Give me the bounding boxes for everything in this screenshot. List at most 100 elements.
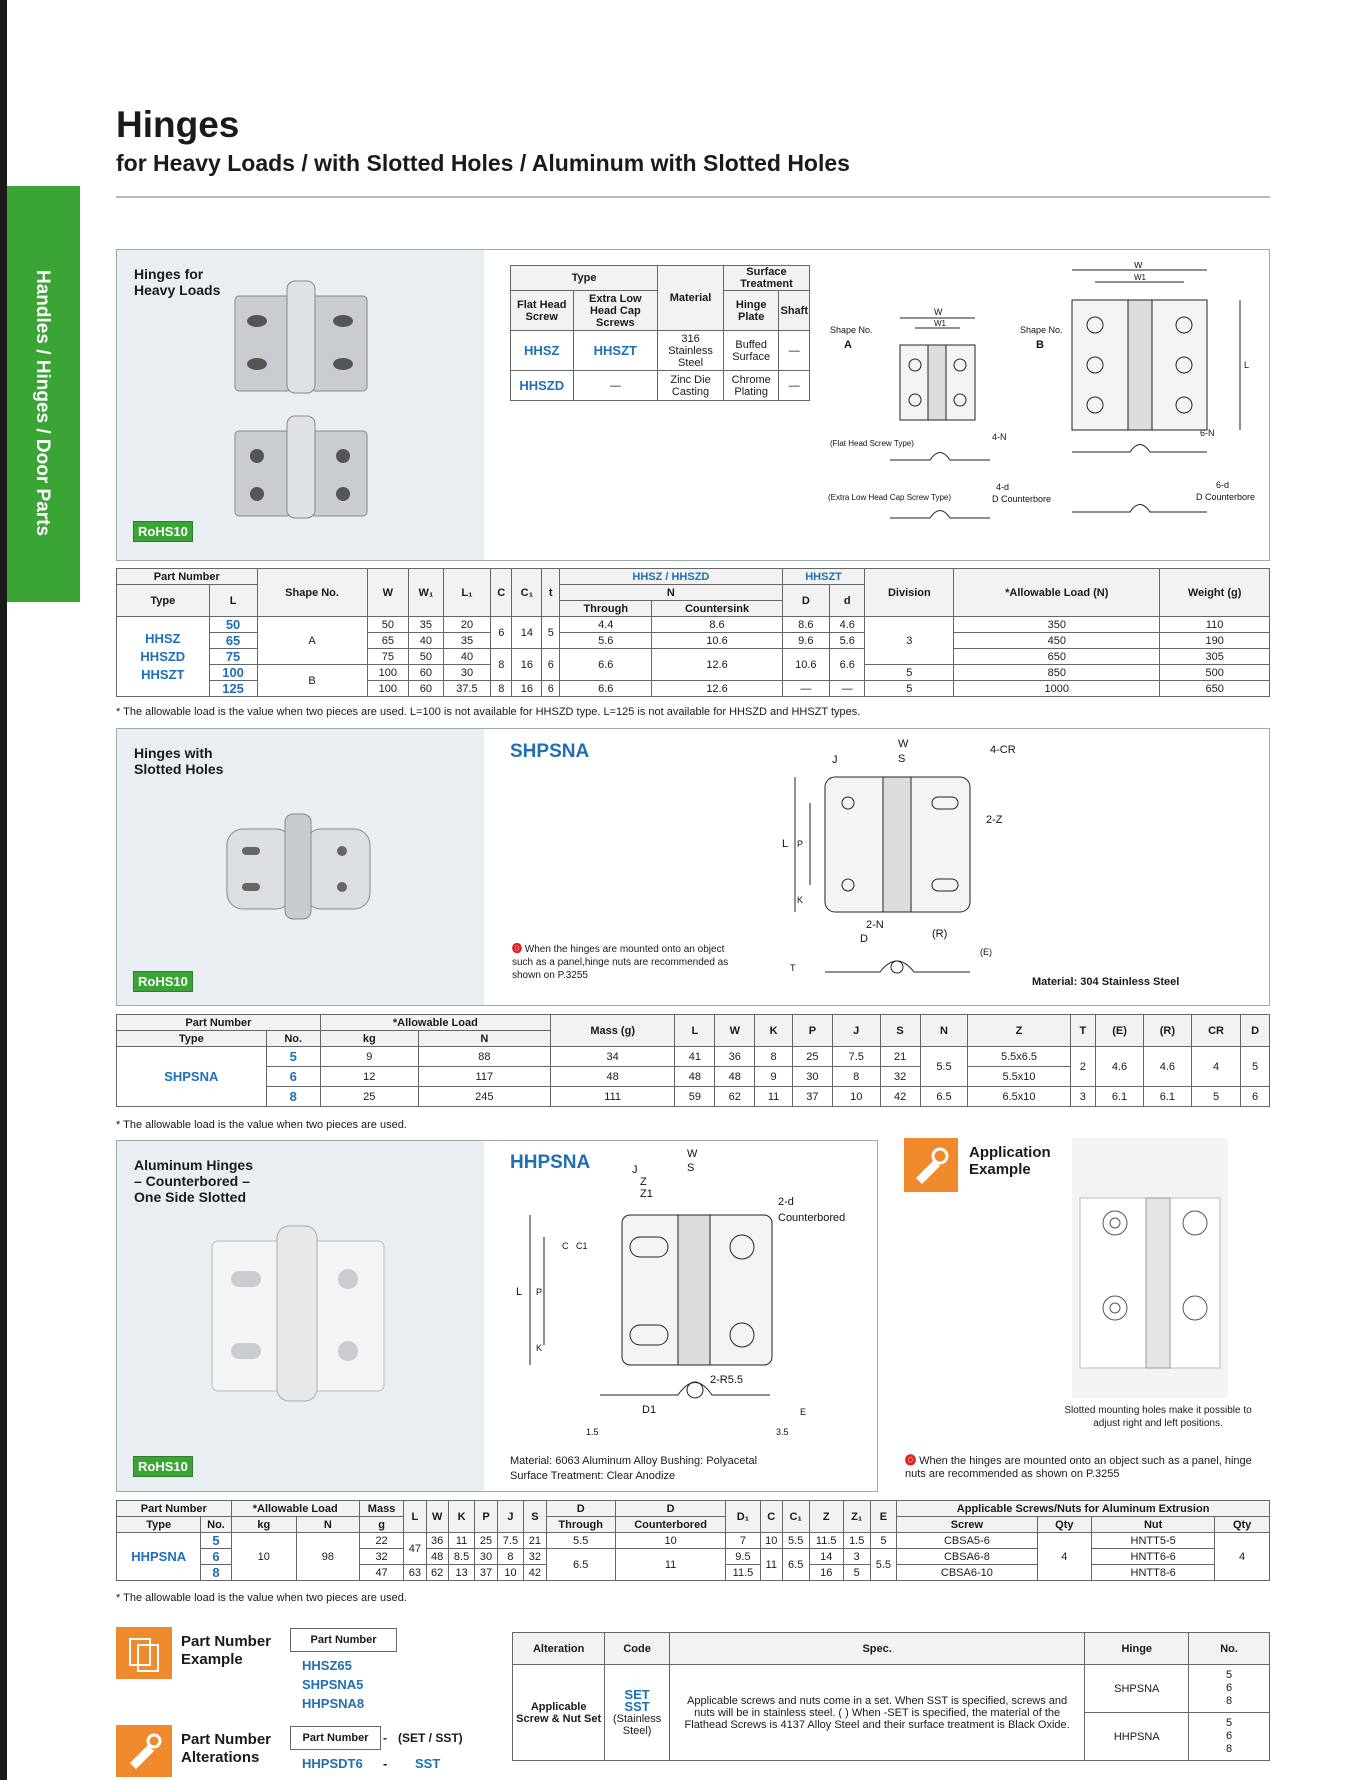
th-weight: Weight (g)	[1159, 568, 1270, 617]
rohs-badge: RoHS10	[133, 1456, 193, 1477]
p-cell: 37	[474, 1564, 498, 1581]
hhpsna-note: * The allowable load is the value when t…	[116, 1592, 407, 1604]
n-cell: 245	[417, 1086, 551, 1107]
counter-cell: 12.6	[651, 680, 783, 697]
th-part: Part Number	[116, 1014, 321, 1031]
l-cell: 48	[674, 1066, 716, 1087]
th-hinge: Hinge	[1084, 1632, 1190, 1665]
nut-cell: HNTT8-6	[1091, 1564, 1216, 1581]
type-hhsz[interactable]: HHSZ	[145, 630, 181, 646]
type-hhpsna[interactable]: HHPSNA	[115, 1532, 202, 1581]
c1-cell: 14	[511, 616, 543, 649]
no-item: 6	[1226, 1730, 1233, 1742]
type-hhsz[interactable]: HHSZ	[510, 330, 574, 371]
t-cell: 6	[541, 648, 561, 681]
no-5[interactable]: 5	[200, 1532, 232, 1549]
k-cell: 8.5	[447, 1548, 476, 1565]
shpsna-warning-text: When the hinges are mounted onto an obje…	[512, 944, 729, 981]
shape-b-label: Shape No.	[1020, 325, 1063, 335]
n-cell: 98	[295, 1532, 360, 1581]
aluminum-image-box: Aluminum Hinges – Counterbored – One Sid…	[117, 1141, 484, 1491]
k-cell: 11	[447, 1532, 476, 1549]
th-c1: C₁	[511, 568, 543, 617]
p-cell: 30	[791, 1066, 833, 1087]
no-6[interactable]: 6	[265, 1066, 321, 1087]
s-cell: 42	[523, 1564, 547, 1581]
alteration-name: Applicable Screw & Nut Set	[511, 1664, 606, 1761]
div-cell: 3	[864, 616, 955, 665]
l-65[interactable]: 65	[208, 632, 258, 649]
flat-type-label: (Flat Head Screw Type)	[830, 439, 914, 448]
mass-cell: 111	[549, 1086, 676, 1107]
n-dim-cell: 6.5	[919, 1086, 969, 1107]
type-hhszd[interactable]: HHSZD	[140, 648, 186, 664]
type-hhszd[interactable]: HHSZD	[510, 370, 574, 401]
alteration-value[interactable]: SST	[415, 1756, 441, 1771]
e-cell: 6.1	[1095, 1086, 1144, 1107]
hhpsna-code[interactable]: HHPSNA	[510, 1152, 591, 1173]
shpsna-code[interactable]: SHPSNA	[510, 741, 590, 762]
no-6[interactable]: 6	[200, 1548, 232, 1565]
z-cell: 14	[808, 1548, 844, 1565]
code-set[interactable]: SET	[624, 1686, 650, 1702]
slotted-image-box: Hinges with Slotted Holes RoHS10	[117, 729, 484, 1005]
warning-icon: ⓿	[905, 1455, 920, 1467]
type-hhszt[interactable]: HHSZT	[572, 330, 659, 371]
n-dim-cell: 5.5	[919, 1046, 969, 1087]
screw-cell: CBSA5-6	[896, 1532, 1038, 1549]
th-col: N	[919, 1014, 969, 1047]
l-50[interactable]: 50	[208, 616, 258, 633]
r-cell: 6.1	[1142, 1086, 1192, 1107]
w1-cell: 35	[408, 616, 444, 633]
no-8[interactable]: 8	[200, 1564, 232, 1581]
t-cell: 2	[1069, 1046, 1097, 1087]
dim-4d: 4-d	[996, 482, 1009, 492]
example-hhpsna8[interactable]: HHPSNA8	[302, 1696, 365, 1711]
th-no: No.	[1188, 1632, 1270, 1665]
th-col: D	[1240, 1014, 1270, 1047]
type-shpsna[interactable]: SHPSNA	[116, 1046, 267, 1107]
example-hhsz65[interactable]: HHSZ65	[302, 1658, 352, 1673]
no-5[interactable]: 5	[265, 1046, 321, 1067]
th-load: *Allowable Load (N)	[953, 568, 1161, 617]
th-type: Type	[115, 1516, 202, 1533]
e-cell: 5.5	[869, 1548, 898, 1581]
dim-p: P	[536, 1287, 542, 1297]
z1-cell: 1.5	[842, 1532, 871, 1549]
profile-a2	[890, 510, 990, 519]
hhpsna-warning-text: When the hinges are mounted onto an obje…	[905, 1455, 1252, 1480]
l1-cell: 35	[442, 632, 492, 649]
heavy-load-title: Hinges for Heavy Loads	[134, 266, 221, 298]
qty-cell: 4	[1036, 1532, 1093, 1581]
kg-cell: 12	[319, 1066, 419, 1087]
code-sst[interactable]: SST	[624, 1698, 650, 1714]
w-cell: 48	[425, 1548, 449, 1565]
l-100[interactable]: 100	[208, 664, 258, 681]
th-l1: L₁	[442, 568, 492, 617]
th-nut: Nut	[1091, 1516, 1216, 1533]
section-tab[interactable]: Handles / Hinges / Door Parts	[7, 186, 80, 602]
alteration-code[interactable]: HHPSDT6	[302, 1756, 363, 1771]
type-hhszt[interactable]: HHSZT	[141, 666, 185, 682]
plate-cell: Chrome Plating	[722, 370, 780, 401]
application-example-icon	[904, 1138, 958, 1192]
th-no: No.	[265, 1030, 321, 1047]
mass-cell: 47	[358, 1564, 405, 1581]
shape-a-drawing: Shape No. A W W1 (Flat Head Screw Type) …	[828, 307, 1051, 519]
l-75[interactable]: 75	[208, 648, 258, 665]
div-cell: 5	[864, 680, 955, 697]
load-cell: 450	[953, 632, 1161, 649]
s-cell: 42	[879, 1086, 921, 1107]
shpsna-warning: ⓿ When the hinges are mounted onto an ob…	[512, 943, 742, 982]
l1-cell: 20	[442, 616, 492, 633]
example-shpsna5[interactable]: SHPSNA5	[302, 1677, 364, 1692]
shape-a-knuckle	[927, 344, 947, 421]
th-flat: Flat Head Screw	[510, 290, 574, 331]
l-125[interactable]: 125	[208, 680, 258, 697]
counter-cell: 8.6	[651, 616, 783, 633]
c-cell: 10	[759, 1532, 783, 1549]
no-8[interactable]: 8	[265, 1086, 321, 1107]
p-cell: 25	[474, 1532, 498, 1549]
